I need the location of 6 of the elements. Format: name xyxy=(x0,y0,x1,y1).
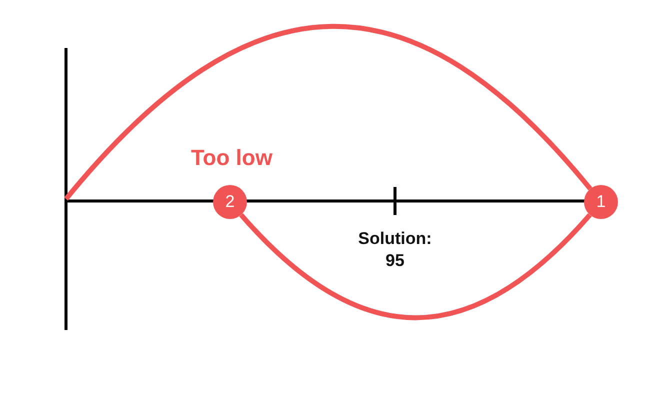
axis-label: Solution: 95 xyxy=(357,228,433,272)
numbered-circle: 2 xyxy=(213,185,247,219)
node-label: Too low xyxy=(191,145,272,171)
numbered-circle: 1 xyxy=(584,185,618,219)
jump-curve xyxy=(239,213,592,320)
jump-curve xyxy=(64,24,592,201)
